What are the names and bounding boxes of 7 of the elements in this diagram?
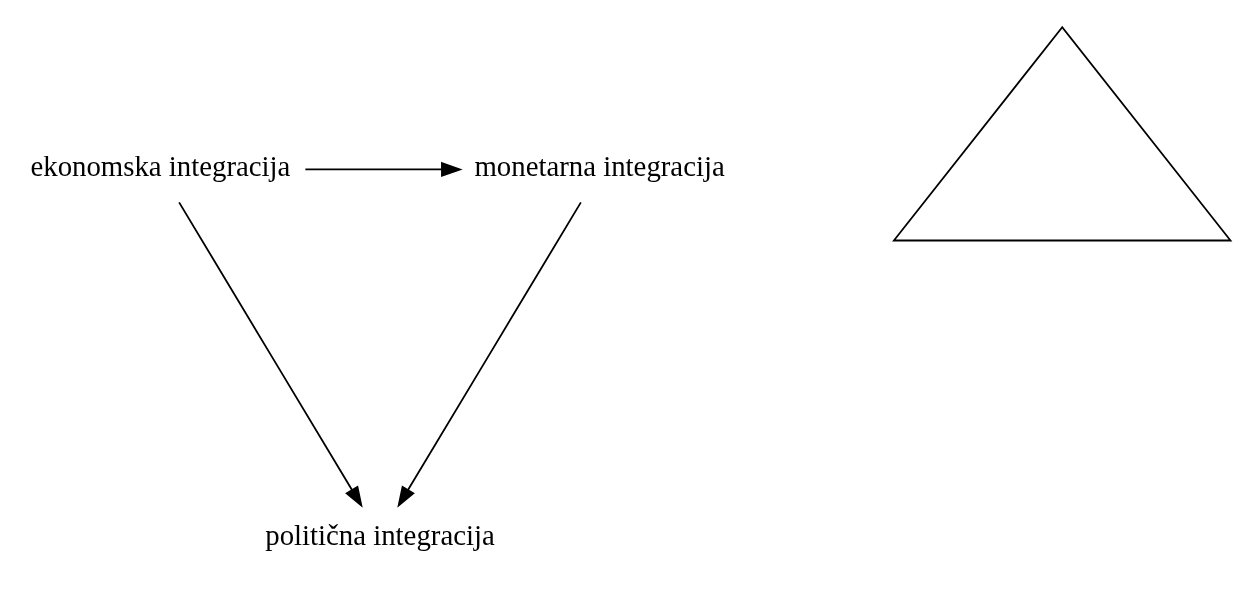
node-text: ekonomska integracija: [30, 150, 291, 183]
node-triangle: [892, 25, 1233, 242]
arrow: [178, 201, 363, 508]
node-text: politična integracija: [265, 519, 495, 552]
node-text: monetarna integracija: [474, 150, 725, 183]
arrow: [304, 161, 463, 177]
arrow: [397, 201, 582, 508]
